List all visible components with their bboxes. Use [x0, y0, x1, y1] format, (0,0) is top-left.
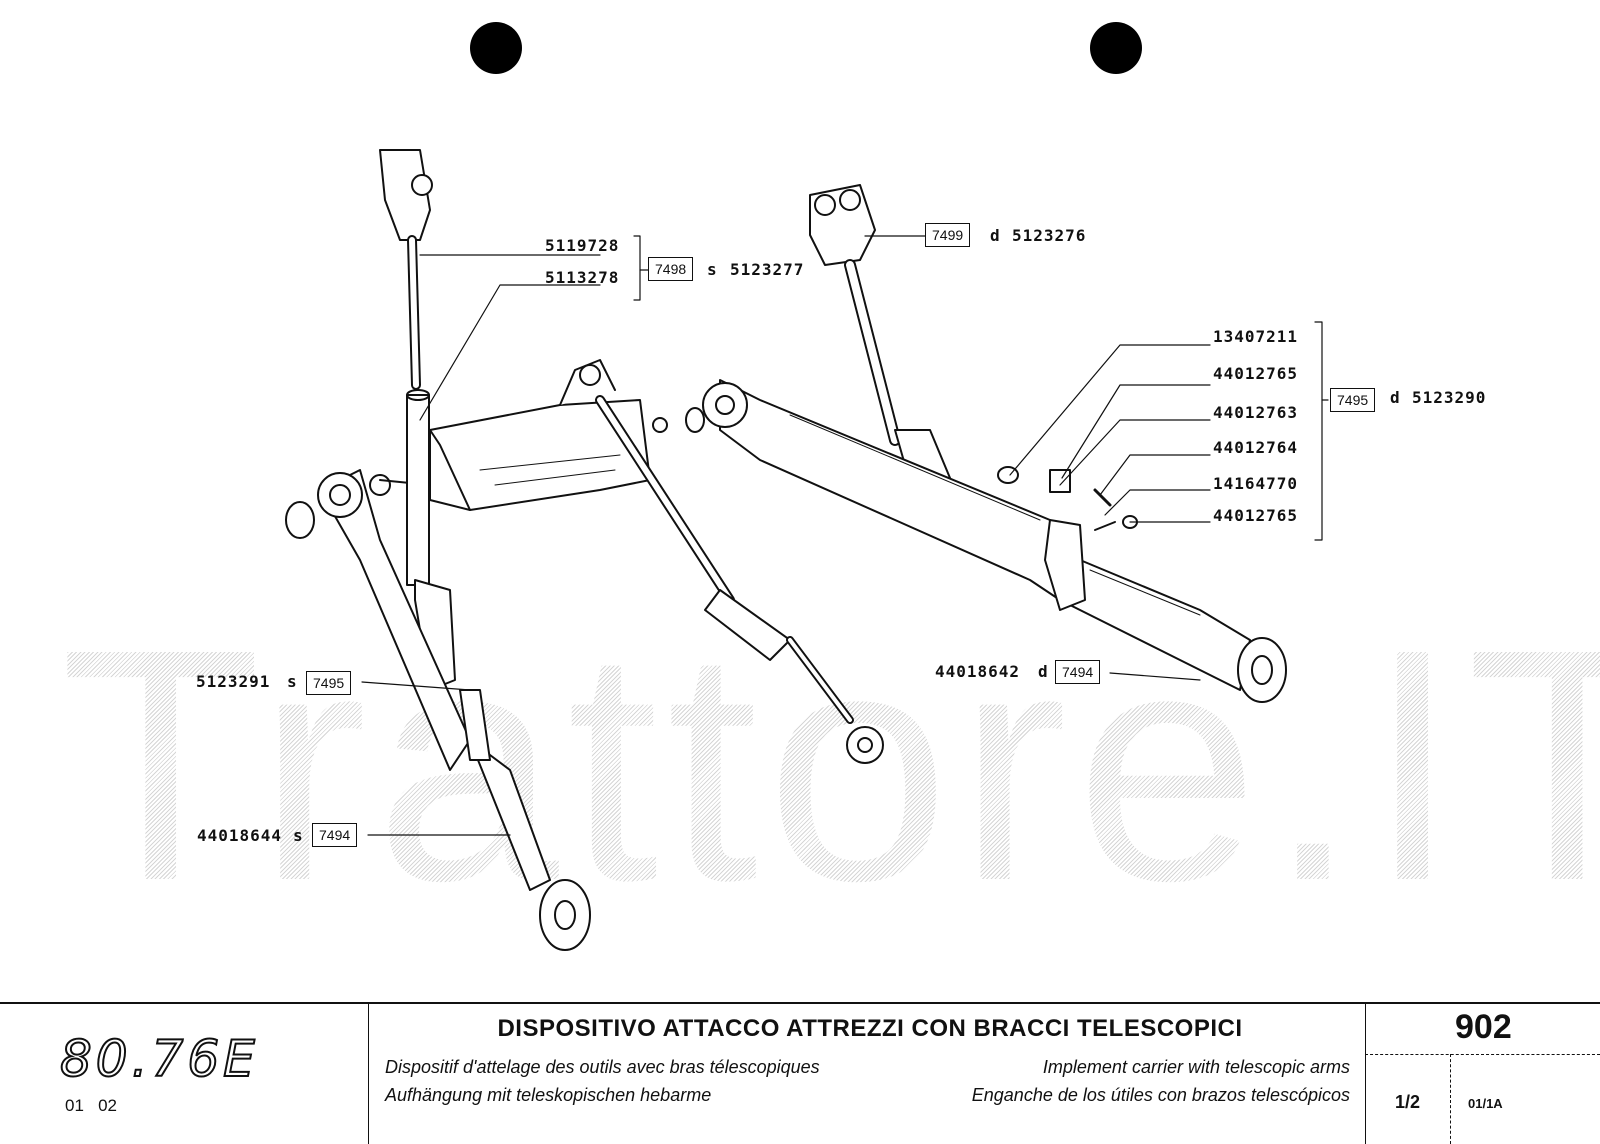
left-lift-rod	[379, 149, 456, 691]
reference-box-7494-right: 7494	[1055, 660, 1101, 684]
kit-item: 44012764	[1213, 438, 1299, 457]
kit-item: 14164770	[1213, 474, 1299, 493]
reference-box-7498: 7498	[648, 257, 694, 281]
rear-frame	[369, 359, 705, 511]
binder-hole-left	[470, 22, 522, 74]
title-english: Implement carrier with telescopic arms	[1042, 1057, 1350, 1077]
top-link	[595, 395, 884, 764]
kit-item: 13407211	[1213, 327, 1299, 346]
reference-box-7499: 7499	[925, 223, 971, 247]
side-marker: d	[990, 226, 1001, 245]
sheet-number: 1/2	[1395, 1092, 1421, 1112]
part-number-top-pin-b: 5113278	[545, 268, 620, 287]
title-spanish: Enganche de los útiles con brazos telesc…	[971, 1085, 1350, 1105]
revision-code: 01/1A	[1468, 1096, 1503, 1111]
part-number-right-lift: 5123276	[1012, 226, 1087, 245]
leader-lines	[361, 235, 1329, 836]
part-number-right-arm: 44018642	[935, 662, 1021, 681]
side-marker: s	[707, 260, 718, 279]
kit-item: 44012763	[1213, 403, 1299, 422]
title-french: Dispositif d'attelage des outils avec br…	[385, 1057, 820, 1077]
part-number-top-pin-a: 5119728	[545, 236, 620, 255]
left-lower-arm	[285, 469, 591, 951]
side-marker: s	[293, 826, 304, 845]
right-lower-arm	[702, 379, 1287, 703]
part-number-top-group: 5123277	[730, 260, 805, 279]
kit-parts	[997, 466, 1138, 531]
model-codes: 01 02	[65, 1096, 117, 1115]
reference-box-7495-left: 7495	[306, 671, 352, 695]
part-number-kit: 5123290	[1412, 388, 1487, 407]
tractor-model: 80.76E	[59, 1029, 259, 1089]
title-italian: DISPOSITIVO ATTACCO ATTREZZI CON BRACCI …	[497, 1015, 1243, 1042]
exploded-parts-diagram	[285, 149, 1329, 951]
part-number-left-arm: 44018644	[197, 826, 283, 845]
kit-item: 44012765	[1213, 364, 1299, 383]
page-number-divider	[1365, 1054, 1600, 1055]
reference-box-7495-right: 7495	[1330, 388, 1376, 412]
title-german: Aufhängung mit teleskopischen hebarme	[385, 1085, 712, 1105]
binder-hole-right	[1090, 22, 1142, 74]
side-marker: d	[1038, 662, 1049, 681]
side-marker: d	[1390, 388, 1401, 407]
part-number-left-lift: 5123291	[196, 672, 271, 691]
watermark: Trattore.IT	[60, 600, 1600, 930]
reference-box-7494-left: 7494	[312, 823, 358, 847]
kit-item: 44012765	[1213, 506, 1299, 525]
title-block	[0, 1002, 1600, 1144]
side-marker: s	[287, 672, 298, 691]
page-number: 902	[1455, 1008, 1512, 1046]
right-lift-rod	[809, 184, 956, 511]
